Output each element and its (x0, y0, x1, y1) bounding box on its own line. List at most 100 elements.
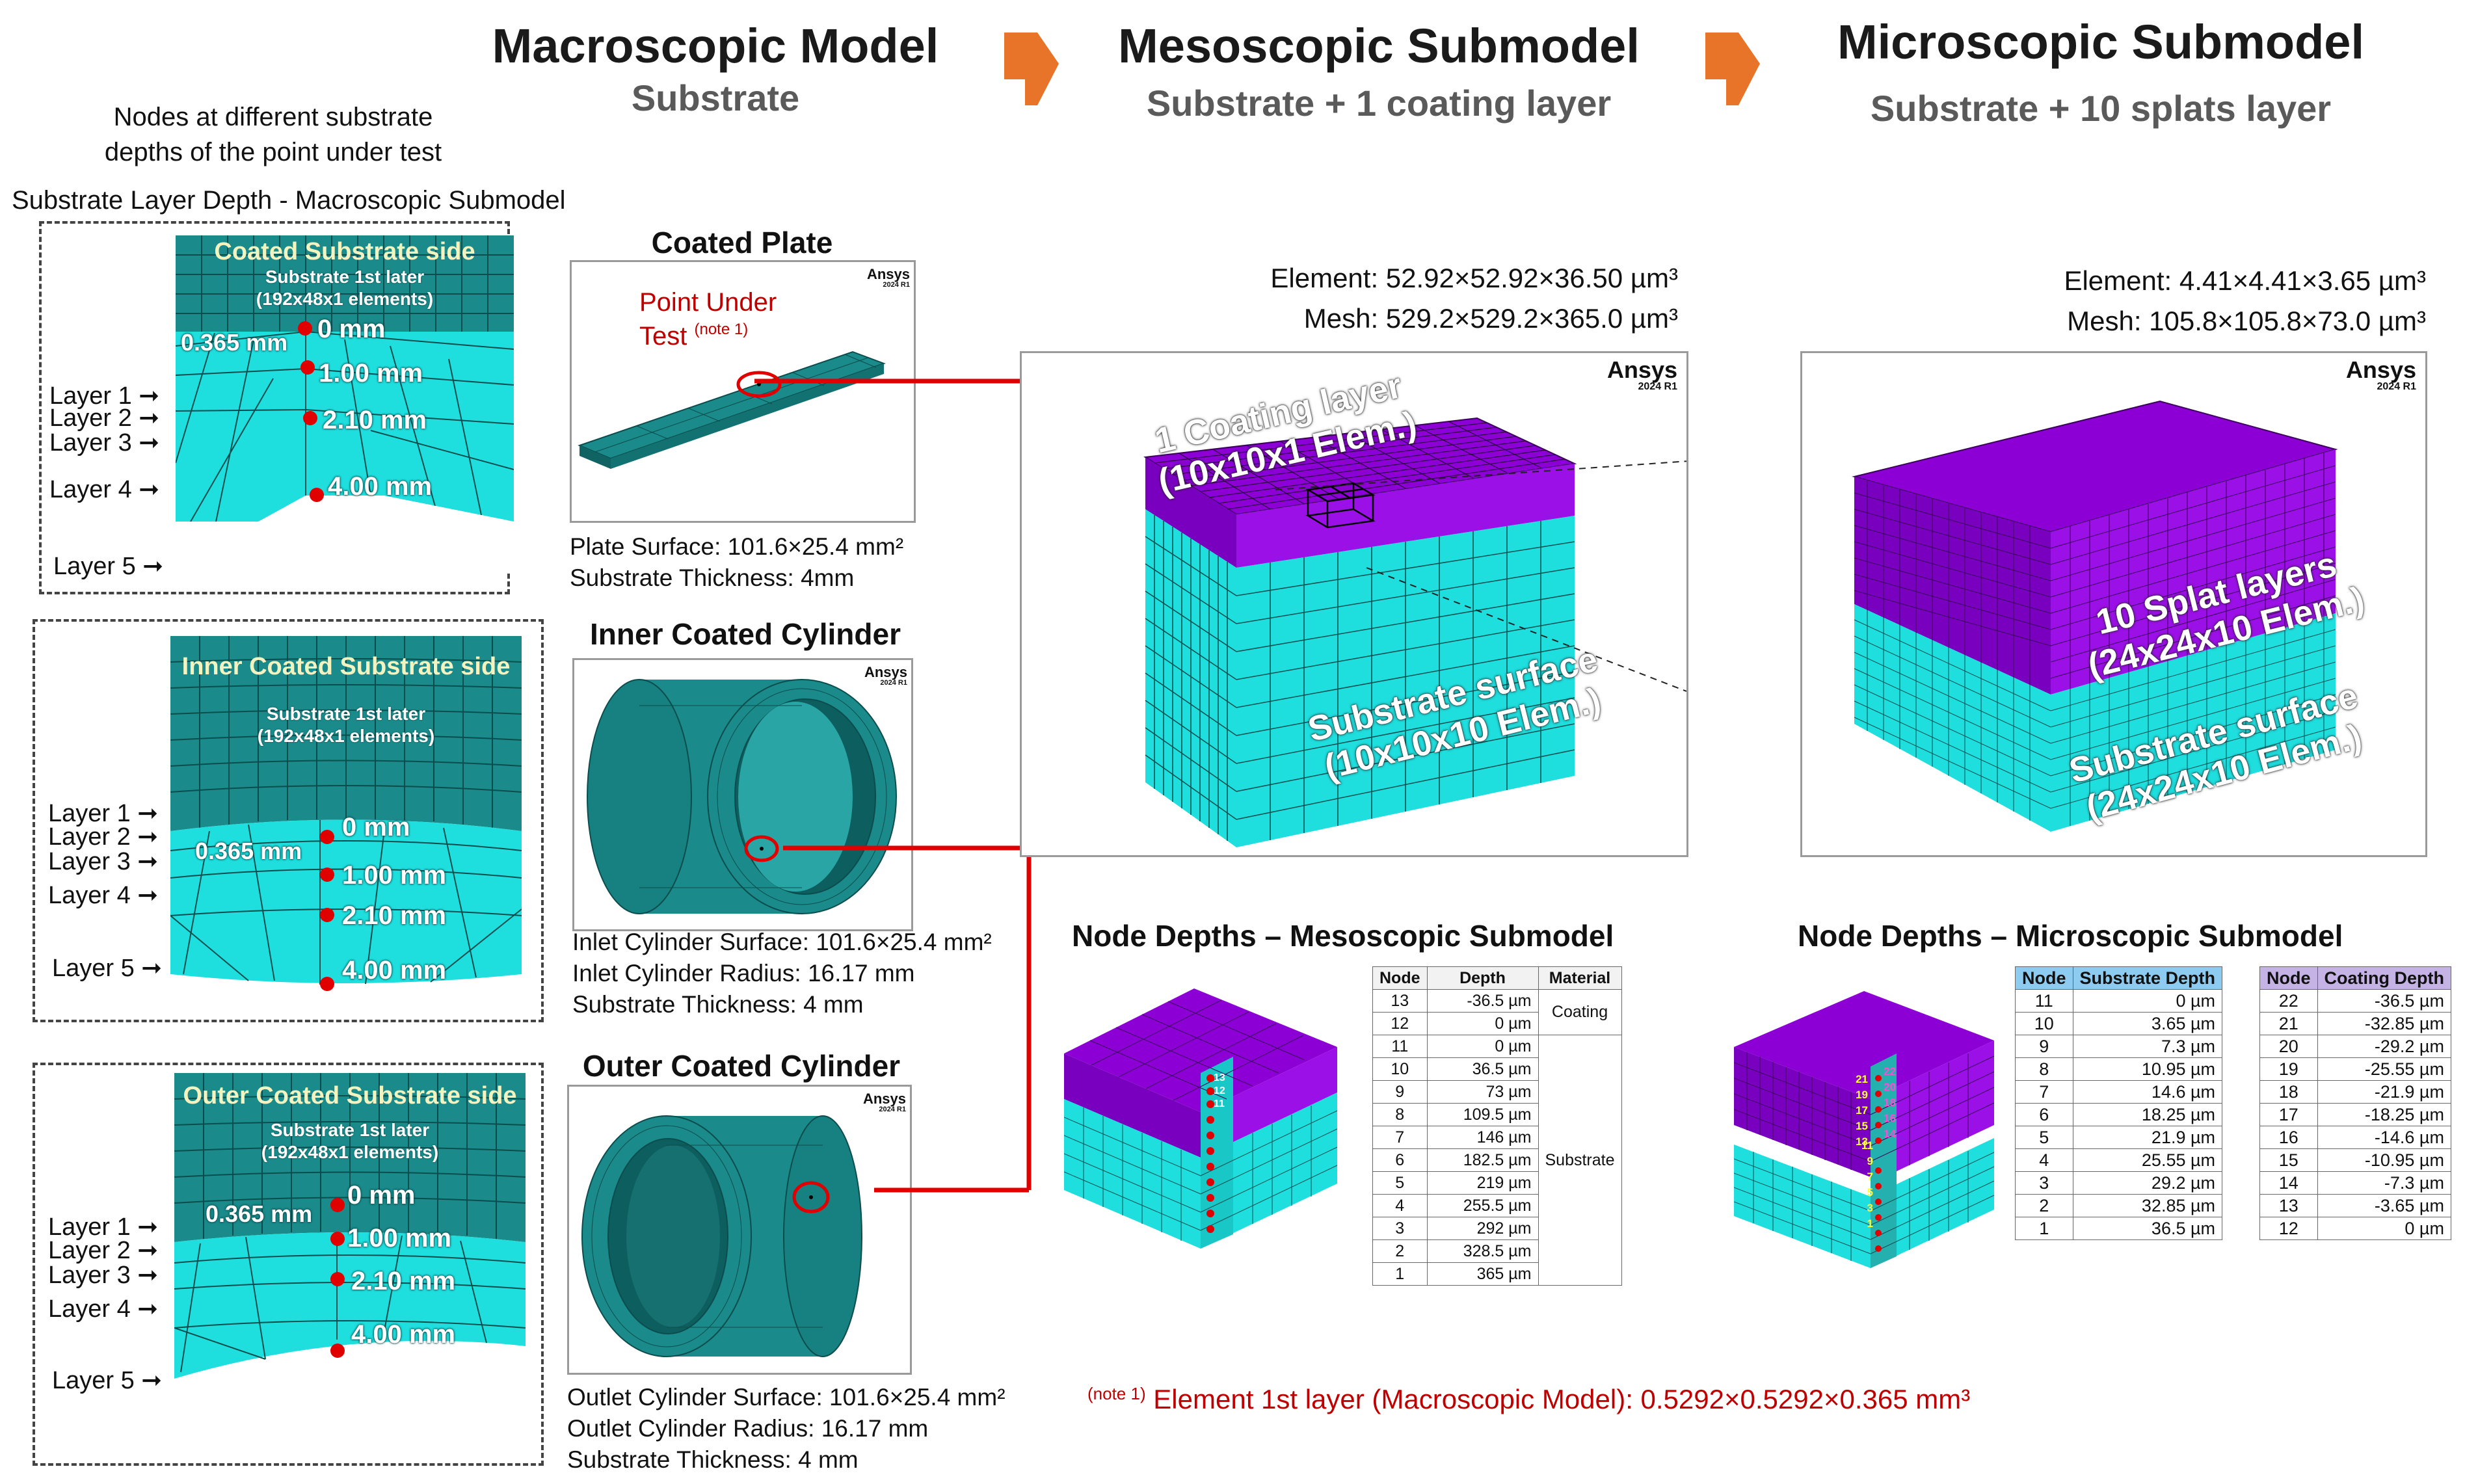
depth-cell: 73 µm (1426, 1080, 1539, 1104)
node-dot (330, 1344, 345, 1358)
layer-label: Layer 1 ➞ (49, 382, 160, 410)
node-cell: 4 (2015, 1148, 2073, 1172)
point-under-test-label: Point Under Test (note 1) (639, 288, 777, 351)
layer-label: Layer 2 ➞ (48, 1237, 159, 1264)
depth-cell: -25.55 µm (2317, 1057, 2451, 1081)
node-cell: 21 (2259, 1012, 2318, 1035)
node-cell: 22 (2259, 989, 2318, 1013)
inner-spec-1: Inlet Cylinder Surface: 101.6×25.4 mm² (572, 929, 992, 955)
node-cell: 3 (2015, 1171, 2073, 1195)
table-row: 17-18.25 µm (2259, 1103, 2451, 1126)
micro-node-section (1734, 991, 1995, 1268)
macro-subtitle: Substrate (631, 77, 800, 118)
node-dot (330, 1232, 345, 1246)
depth-cell: 29.2 µm (2072, 1171, 2223, 1195)
depth-cell: -36.5 µm (2317, 989, 2451, 1013)
node-cell: 10 (1372, 1057, 1428, 1081)
table-row: 16-14.6 µm (2259, 1126, 2451, 1149)
depth-label: 2.10 mm (342, 901, 447, 930)
node-cell: 13 (1372, 989, 1428, 1013)
node-cell: 18 (2259, 1080, 2318, 1104)
layer-label: Layer 2 ➞ (49, 404, 160, 432)
thickness-label: 0.365 mm (206, 1200, 313, 1227)
inner-title: Inner Coated Cylinder (590, 617, 901, 651)
layer-label: Layer 4 ➞ (48, 1295, 159, 1323)
thickness-label: 0.365 mm (195, 838, 302, 864)
micro-node-depths-title: Node Depths – Microscopic Submodel (1798, 919, 2343, 953)
micro-subtitle: Substrate + 10 splats layer (1870, 88, 2332, 129)
depth-label: 1.00 mm (342, 861, 447, 890)
micro-title: Microscopic Submodel (1837, 15, 2365, 69)
depth-cell: 255.5 µm (1426, 1194, 1539, 1217)
node-dot (330, 1198, 345, 1212)
meso-element-size: Element: 52.92×52.92×36.50 µm³ (1270, 263, 1678, 293)
table-row: 19-25.55 µm (2259, 1057, 2451, 1081)
depth-label: 4.00 mm (351, 1320, 456, 1349)
depth-cell: 219 µm (1426, 1171, 1539, 1195)
depth-cell: -29.2 µm (2317, 1035, 2451, 1058)
layer-label: Layer 5 ➞ (52, 1367, 163, 1394)
node-cell: 8 (2015, 1057, 2073, 1081)
node-cell: 15 (2259, 1148, 2318, 1172)
table-row: 18-21.9 µm (2259, 1080, 2451, 1104)
outer-title: Outer Coated Cylinder (582, 1049, 901, 1083)
meso-node-depths-title: Node Depths – Mesoscopic Submodel (1072, 919, 1614, 953)
meso-subtitle: Substrate + 1 coating layer (1146, 83, 1612, 124)
layer-label: Layer 3 ➞ (49, 429, 160, 457)
mesh-plate-section (176, 235, 514, 574)
nodes-caption-line-1: Nodes at different substrate (113, 103, 433, 131)
depth-label: 2.10 mm (323, 406, 427, 434)
node-cell: 11 (2015, 989, 2073, 1013)
depth-label: 4.00 mm (342, 956, 447, 985)
table-header: Depth (1426, 966, 1539, 990)
node-cell: 4 (1372, 1194, 1428, 1217)
layer-label: Layer 1 ➞ (48, 800, 159, 827)
depth-cell: 365 µm (1426, 1262, 1539, 1286)
material-cell: Substrate (1538, 1035, 1622, 1286)
material-cell: Coating (1538, 989, 1622, 1035)
layer-label: Layer 2 ➞ (48, 823, 159, 851)
layer-label: Layer 3 ➞ (48, 848, 159, 875)
node-dot (303, 411, 317, 425)
outer-spec-3: Substrate Thickness: 4 mm (567, 1446, 859, 1473)
depth-cell: -3.65 µm (2317, 1194, 2451, 1217)
node-cell: 2 (1372, 1239, 1428, 1263)
node-cell: 11 (1372, 1035, 1428, 1058)
depth-label: 1.00 mm (347, 1224, 452, 1252)
node-cell: 8 (1372, 1103, 1428, 1126)
table-row: 22-36.5 µm (2259, 989, 2451, 1013)
thickness-label: 0.365 mm (181, 329, 288, 356)
layer-label: Layer 3 ➞ (48, 1262, 159, 1289)
mesh-inner-section (170, 636, 522, 985)
plate-spec-1: Plate Surface: 101.6×25.4 mm² (570, 533, 904, 560)
panel-sub2: (192x48x1 elements) (256, 289, 434, 309)
table-row: 15-10.95 µm (2259, 1148, 2451, 1172)
panel-title: Outer Coated Substrate side (183, 1082, 517, 1109)
node-cell: 12 (1372, 1012, 1428, 1035)
micro-element-size: Element: 4.41×4.41×3.65 µm³ (2064, 265, 2426, 296)
plate-title: Coated Plate (651, 226, 833, 259)
outer-spec-2: Outlet Cylinder Radius: 16.17 mm (567, 1415, 929, 1442)
node-cell: 14 (2259, 1171, 2318, 1195)
node-cell: 20 (2259, 1035, 2318, 1058)
depth-label: 0 mm (342, 813, 410, 841)
node-dot (330, 1272, 345, 1286)
node-cell: 13 (2259, 1194, 2318, 1217)
macro-panel-inner (33, 619, 544, 1022)
node-cell: 19 (2259, 1057, 2318, 1081)
